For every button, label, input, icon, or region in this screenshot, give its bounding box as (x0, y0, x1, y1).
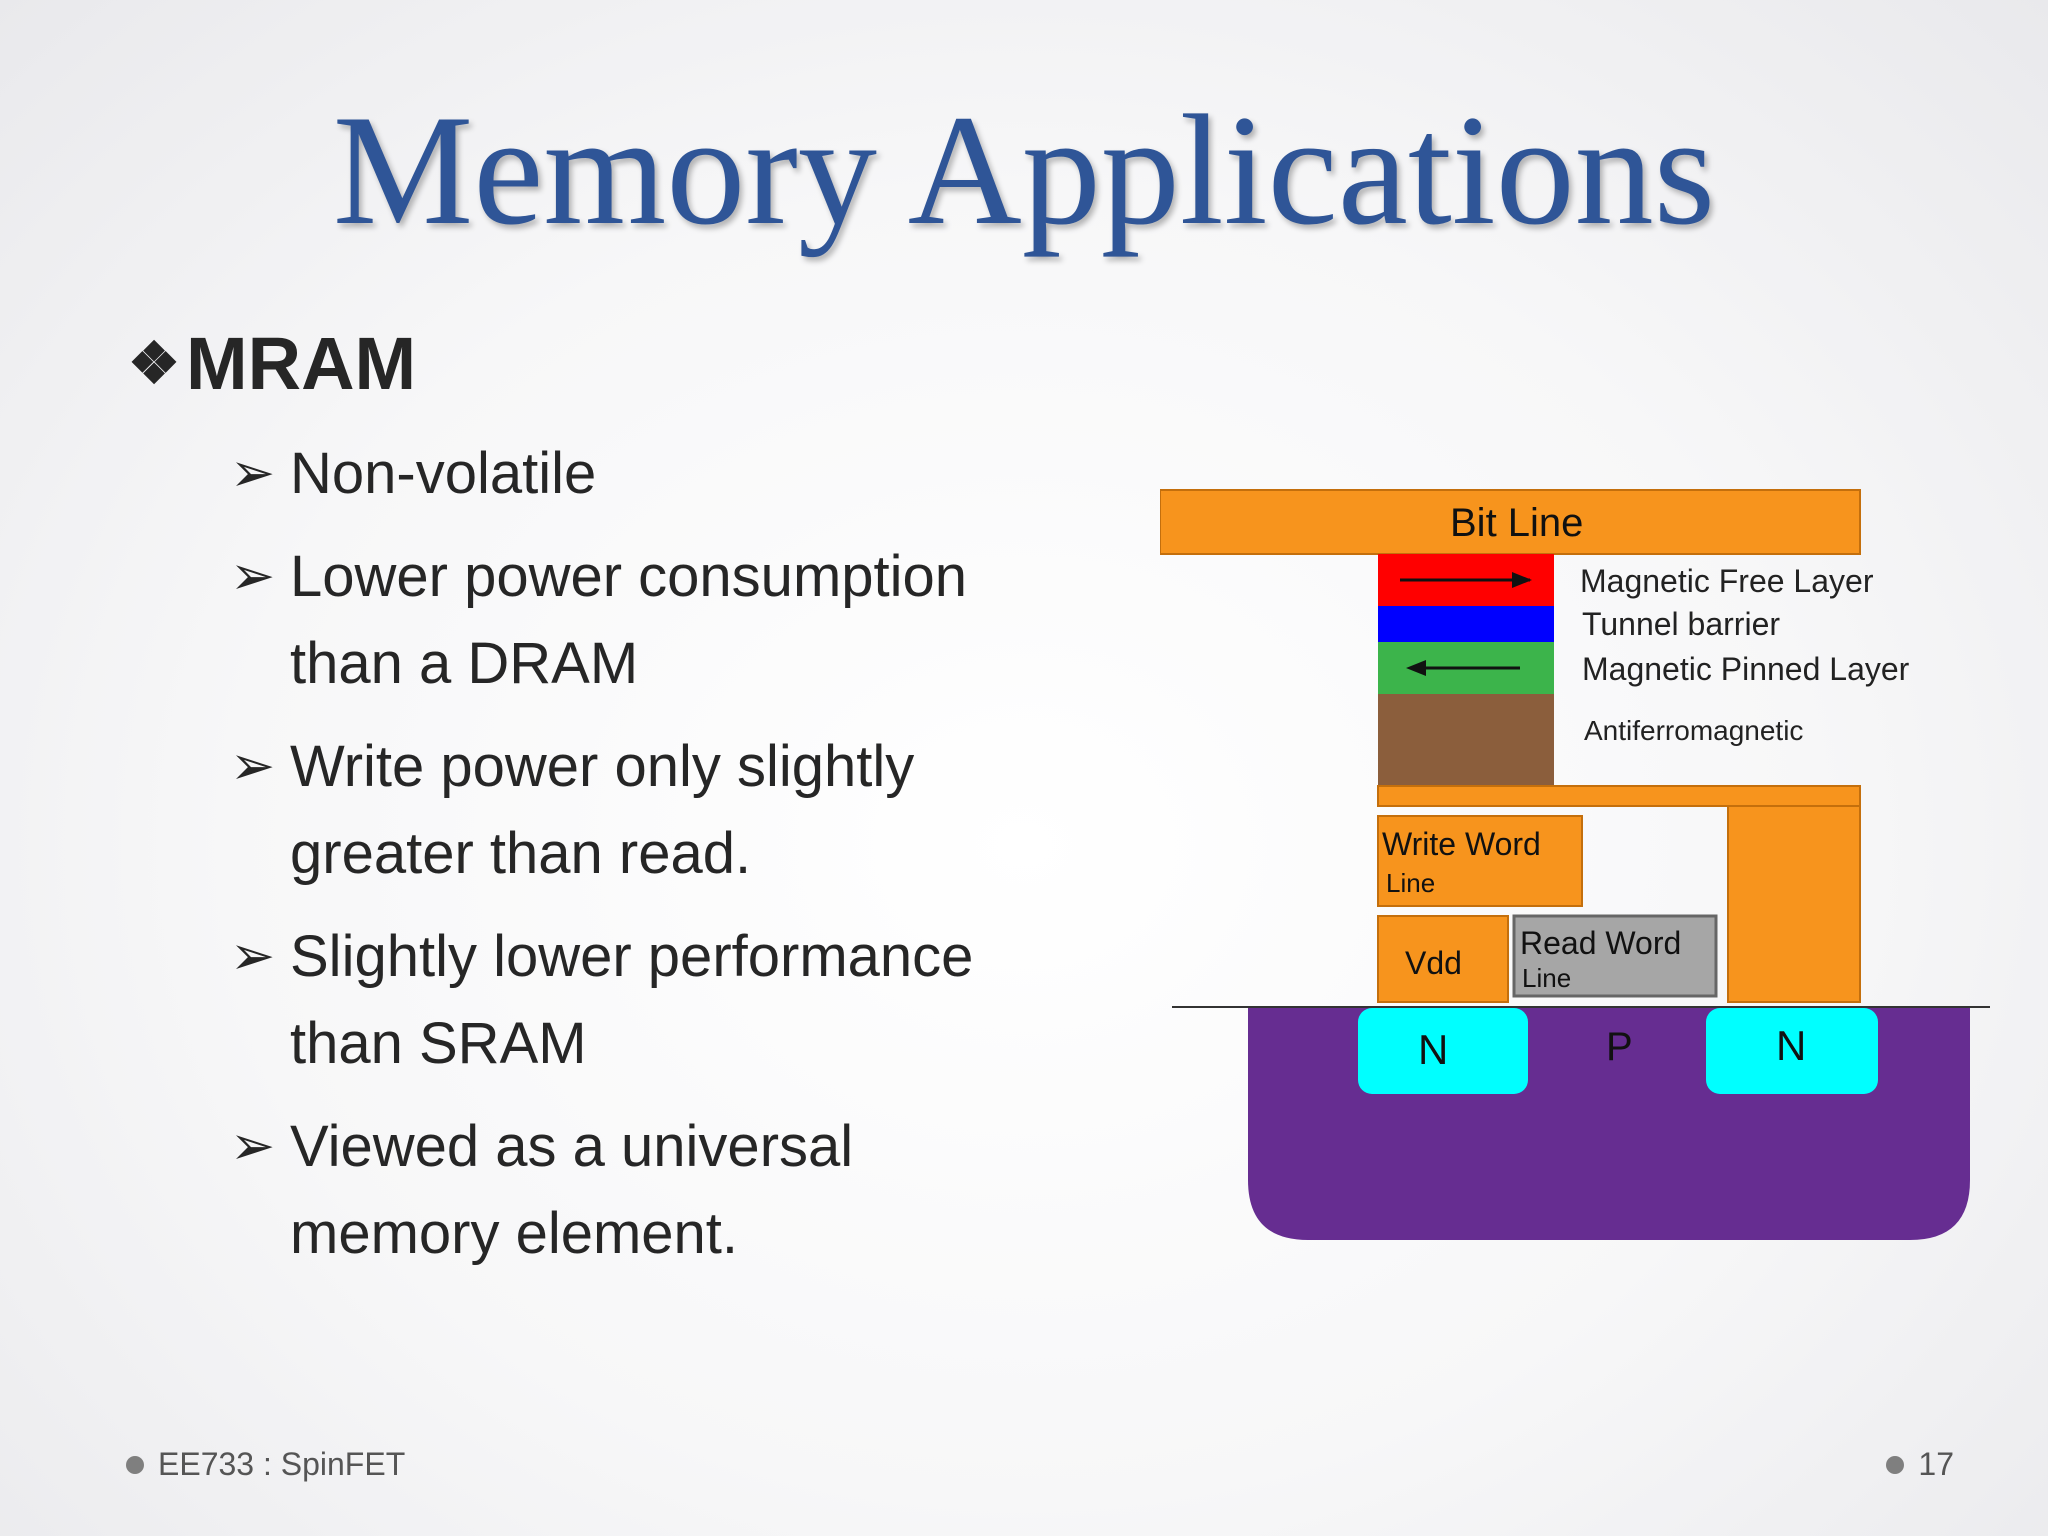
pinned-layer-arrowhead-icon (1406, 660, 1426, 676)
section-heading: ❖ MRAM (128, 318, 416, 408)
bullet-line: Viewed as a universal (290, 1114, 854, 1179)
antiferro-layer (1378, 694, 1554, 786)
footer-dot-icon (1886, 1455, 1905, 1474)
bullet-line: Write power only slightly (290, 734, 915, 799)
tunnel-barrier-label: Tunnel barrier (1582, 606, 1780, 642)
bullet-line: Slightly lower performance (290, 924, 974, 989)
slide-title: Memory Applications (332, 83, 1716, 258)
bullet-line: than SRAM (290, 1011, 587, 1076)
bullet-line: memory element. (290, 1201, 739, 1266)
via-right (1727, 805, 1861, 1003)
p-label: P (1606, 1025, 1633, 1069)
bullet-line: Lower power consumption (290, 544, 968, 609)
n-right-label: N (1776, 1022, 1806, 1069)
n-well-left (1358, 1008, 1528, 1094)
vdd-contact (1377, 915, 1509, 1003)
bullet-item: ➢ Slightly lower performance than SRAM (230, 913, 1110, 1087)
page-number: 17 (1918, 1446, 1954, 1482)
footer-course-text: EE733 : SpinFET (158, 1446, 406, 1482)
arrow-bullet-icon: ➢ (230, 1116, 276, 1176)
mram-cell-diagram: Bit Line Magnetic Free Layer Tunnel barr… (1160, 489, 1990, 1240)
read-word-label: Read Word (1520, 925, 1681, 961)
heading-text: MRAM (186, 321, 417, 405)
arrow-bullet-icon: ➢ (230, 736, 276, 796)
bullet-item: ➢ Non-volatile (230, 430, 1110, 517)
bit-line-label: Bit Line (1450, 501, 1583, 545)
n-well-right (1706, 1008, 1878, 1094)
arrow-bullet-icon: ➢ (230, 926, 276, 986)
footer-course: EE733 : SpinFET (126, 1446, 405, 1483)
vdd-label: Vdd (1405, 945, 1462, 981)
write-word-label-line: Line (1386, 868, 1435, 898)
bottom-electrode (1377, 785, 1861, 807)
antiferro-label: Antiferromagnetic (1584, 715, 1803, 746)
bullet-list: ➢ Non-volatile ➢ Lower power consumption… (230, 430, 1110, 1293)
bullet-line: greater than read. (290, 821, 752, 886)
write-word-label: Write Word (1382, 826, 1541, 862)
read-word-label-line: Line (1522, 963, 1571, 993)
bullet-line: Non-volatile (290, 441, 597, 506)
bullet-item: ➢ Write power only slightly greater than… (230, 723, 1110, 897)
free-layer-arrowhead-icon (1512, 572, 1532, 588)
footer-dot-icon (126, 1455, 144, 1474)
bullet-item: ➢ Viewed as a universal memory element. (230, 1103, 1110, 1277)
tunnel-barrier-layer (1378, 606, 1554, 642)
footer-page: 17 (1886, 1446, 1954, 1483)
read-word-line (1512, 914, 1718, 998)
write-word-line (1377, 815, 1583, 907)
bit-line-bar (1160, 489, 1861, 555)
bullet-line: than a DRAM (290, 631, 639, 696)
pinned-layer-label: Magnetic Pinned Layer (1582, 651, 1910, 687)
arrow-bullet-icon: ➢ (230, 443, 276, 503)
bullet-item: ➢ Lower power consumption than a DRAM (230, 533, 1110, 707)
arrow-bullet-icon: ➢ (230, 546, 276, 606)
diamond-bullet-icon: ❖ (128, 331, 180, 396)
n-left-label: N (1418, 1026, 1448, 1073)
free-layer-label: Magnetic Free Layer (1580, 563, 1874, 599)
